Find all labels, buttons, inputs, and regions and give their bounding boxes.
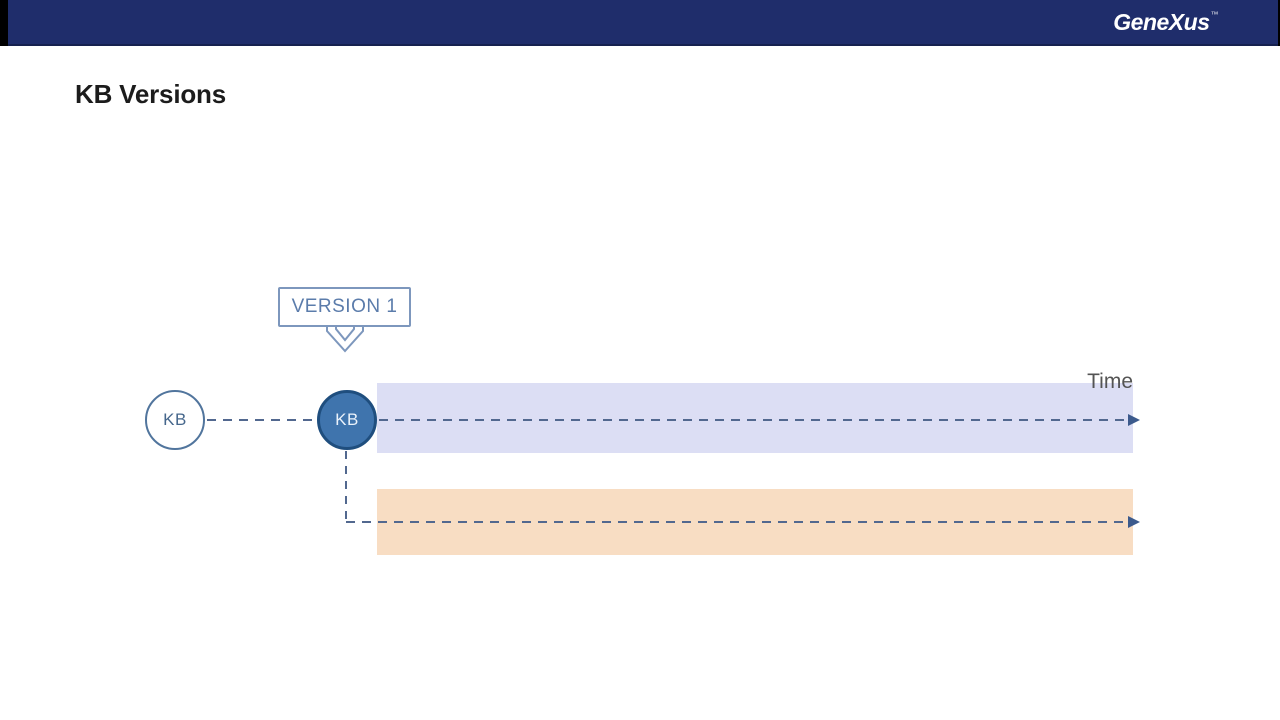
connector-branch-down [345, 451, 347, 522]
header-edge-strip: GeneXus™ [0, 0, 1280, 46]
connector-kb-to-kb [207, 419, 317, 421]
genexus-logo-text: GeneXus [1113, 8, 1210, 35]
arrow-right-icon [1128, 516, 1140, 528]
kb-node-initial: KB [145, 390, 205, 450]
trademark-mark: ™ [1210, 9, 1219, 19]
header-bar: GeneXus™ [8, 0, 1278, 46]
version-1-timeline-band [377, 383, 1133, 453]
version-callout: VERSION 1 [278, 287, 411, 327]
time-axis-label: Time [1087, 370, 1133, 393]
callout-arrow-down-icon [326, 327, 364, 353]
kb-node-label: KB [163, 410, 187, 429]
connector-version2-timeline [346, 521, 1127, 523]
page-title: KB Versions [75, 79, 226, 109]
arrow-right-icon [1128, 414, 1140, 426]
genexus-logo: GeneXus™ [1113, 8, 1219, 35]
kb-node-label: KB [335, 410, 359, 429]
kb-node-version1: KB [317, 390, 377, 450]
connector-version1-timeline [379, 419, 1127, 421]
version-callout-label: VERSION 1 [291, 296, 398, 317]
